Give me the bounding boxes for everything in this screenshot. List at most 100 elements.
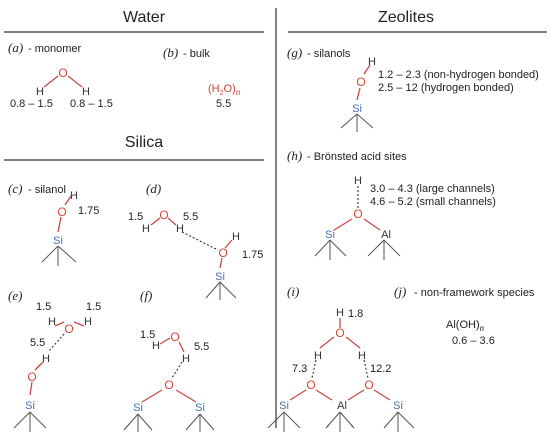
oxygen-atom: O — [335, 326, 344, 340]
bond — [150, 217, 161, 226]
hydrogen-bond — [363, 359, 369, 379]
panel-a: (a) - monomer O H H 0.8 – 1.5 0.8 – 1.5 — [8, 40, 113, 110]
silicon-atom: Si — [53, 235, 63, 247]
bond — [267, 411, 285, 429]
silicon-atom: Si — [393, 400, 403, 412]
bond — [329, 239, 347, 257]
bond — [315, 389, 333, 401]
bond — [54, 321, 65, 327]
panel-d-value-1: 1.5 — [128, 211, 143, 223]
bond — [29, 381, 33, 396]
bond — [224, 239, 233, 249]
panel-b-title: - bulk — [183, 48, 210, 60]
panel-a-tag: (a) — [8, 40, 23, 55]
silicon-atom: Si — [215, 271, 225, 283]
oxygen-atom: O — [170, 330, 179, 344]
panel-c: (c) - silanol H O Si 1.75 — [8, 181, 99, 266]
panel-d: (d) O H H H O Si 1.5 5.5 1.75 — [128, 181, 263, 300]
bond — [34, 361, 44, 371]
panel-a-value-2: 0.8 – 1.5 — [70, 98, 113, 110]
bond — [57, 245, 77, 263]
hydrogen-bond — [47, 333, 65, 353]
silicon-atom: Si — [195, 402, 205, 414]
panel-b-value: 5.5 — [216, 98, 231, 110]
aluminum-atom: Al — [337, 400, 347, 412]
bond — [219, 281, 237, 299]
bond — [185, 413, 201, 431]
panel-c-title: - silanol — [28, 184, 66, 196]
water-header: Water — [123, 9, 166, 26]
panel-i-tag: (i) — [287, 284, 299, 299]
hydrogen-atom: H — [182, 353, 190, 365]
panel-e-value-3: 5.5 — [30, 337, 45, 349]
bond — [383, 239, 401, 257]
panel-h-line-1: 3.0 – 4.3 (large channels) — [370, 183, 495, 195]
bond — [137, 413, 153, 431]
bond — [159, 337, 171, 345]
bond — [314, 239, 331, 257]
bond — [167, 217, 177, 226]
aluminum-hydroxide-formula: Al(OH)n — [446, 319, 485, 333]
panel-j-value: 0.6 – 3.6 — [452, 335, 495, 347]
panel-a-title: - monomer — [28, 43, 82, 55]
bond — [123, 413, 139, 431]
silicon-atom: Si — [279, 400, 289, 412]
oxygen-atom: O — [306, 378, 315, 392]
bond — [141, 389, 163, 403]
panel-f-value-1: 1.5 — [140, 329, 155, 341]
bond — [57, 216, 62, 233]
panel-d-value-3: 1.75 — [242, 249, 263, 261]
panel-j-title: - non-framework species — [414, 287, 535, 299]
bond — [339, 411, 355, 429]
oxygen-atom: O — [64, 322, 73, 336]
hydrogen-atom: H — [354, 175, 362, 187]
bond — [363, 64, 371, 75]
bond — [356, 113, 374, 129]
oxygen-atom: O — [164, 378, 173, 392]
bond — [340, 113, 358, 129]
panel-g-line-2: 2.5 – 12 (hydrogen bonded) — [378, 82, 514, 94]
panel-g-title: - silanols — [307, 48, 351, 60]
oxygen-atom: O — [58, 66, 67, 80]
panel-f-value-2: 5.5 — [194, 341, 209, 353]
hydrogen-atom: H — [152, 340, 160, 352]
hydrogen-bond — [181, 231, 219, 251]
oxygen-atom: O — [356, 75, 365, 89]
silicon-atom: Si — [133, 402, 143, 414]
bond — [383, 411, 399, 429]
panel-g-tag: (g) — [287, 45, 302, 60]
oxygen-atom: O — [353, 207, 362, 221]
bond — [29, 411, 47, 429]
hydrogen-atom: H — [142, 223, 150, 235]
hydrogen-atom: H — [358, 350, 366, 362]
bond — [205, 281, 221, 299]
silicon-atom: Si — [352, 103, 362, 115]
hydrogen-atom: H — [82, 86, 90, 98]
bond — [289, 389, 307, 401]
bond — [219, 257, 223, 269]
bond — [325, 411, 341, 429]
panel-i-value-3: 12.2 — [370, 363, 391, 375]
panel-c-value: 1.75 — [78, 205, 99, 217]
bond — [175, 389, 197, 403]
silicon-atom: Si — [325, 229, 335, 241]
bond — [41, 245, 59, 263]
panel-e-value-1: 1.5 — [36, 301, 51, 313]
zeolites-header: Zeolites — [378, 9, 434, 26]
hydrogen-bond — [311, 359, 317, 379]
bond — [283, 411, 301, 429]
oxygen-atom: O — [57, 205, 66, 219]
oxygen-atom: O — [218, 246, 227, 260]
bond — [73, 321, 85, 327]
panel-j-tag: (j) — [394, 284, 406, 299]
panel-e-tag: (e) — [8, 288, 22, 303]
bond — [333, 218, 353, 231]
bond — [363, 218, 381, 231]
oxygen-atom: O — [27, 370, 36, 384]
bond — [43, 75, 59, 88]
panel-b: (b) - bulk (H2O)n 5.5 — [163, 45, 241, 110]
hydrogen-atom: H — [42, 353, 50, 365]
panel-j: (j) - non-framework species Al(OH)n 0.6 … — [394, 284, 535, 347]
bond — [13, 411, 31, 429]
